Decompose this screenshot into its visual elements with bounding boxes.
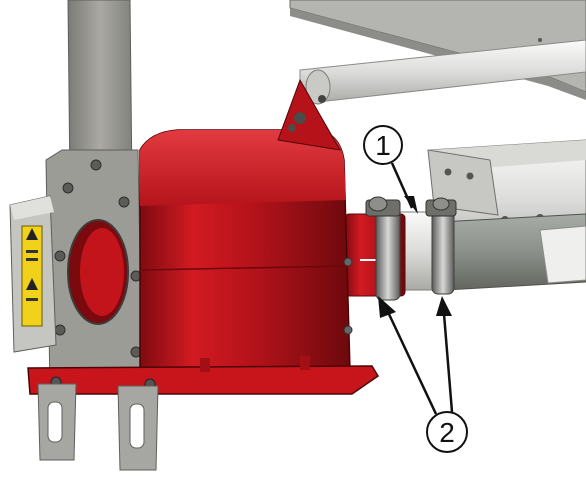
hose-clamp-left bbox=[365, 196, 401, 301]
callout-1-label: 1 bbox=[375, 130, 391, 161]
warning-label bbox=[21, 225, 43, 327]
flex-hose bbox=[439, 213, 586, 291]
callout-1: 1 bbox=[363, 125, 418, 214]
hose-clamp-right bbox=[425, 197, 457, 295]
lower-brackets bbox=[37, 383, 159, 471]
gearbox bbox=[9, 195, 57, 353]
red-drive-housing bbox=[139, 78, 353, 387]
callout-2: 2 bbox=[378, 296, 468, 453]
upright-bracket bbox=[45, 0, 151, 389]
callout-2-label: 2 bbox=[439, 417, 455, 448]
red-base-plate bbox=[27, 356, 380, 395]
frame-beam bbox=[289, 0, 586, 100]
